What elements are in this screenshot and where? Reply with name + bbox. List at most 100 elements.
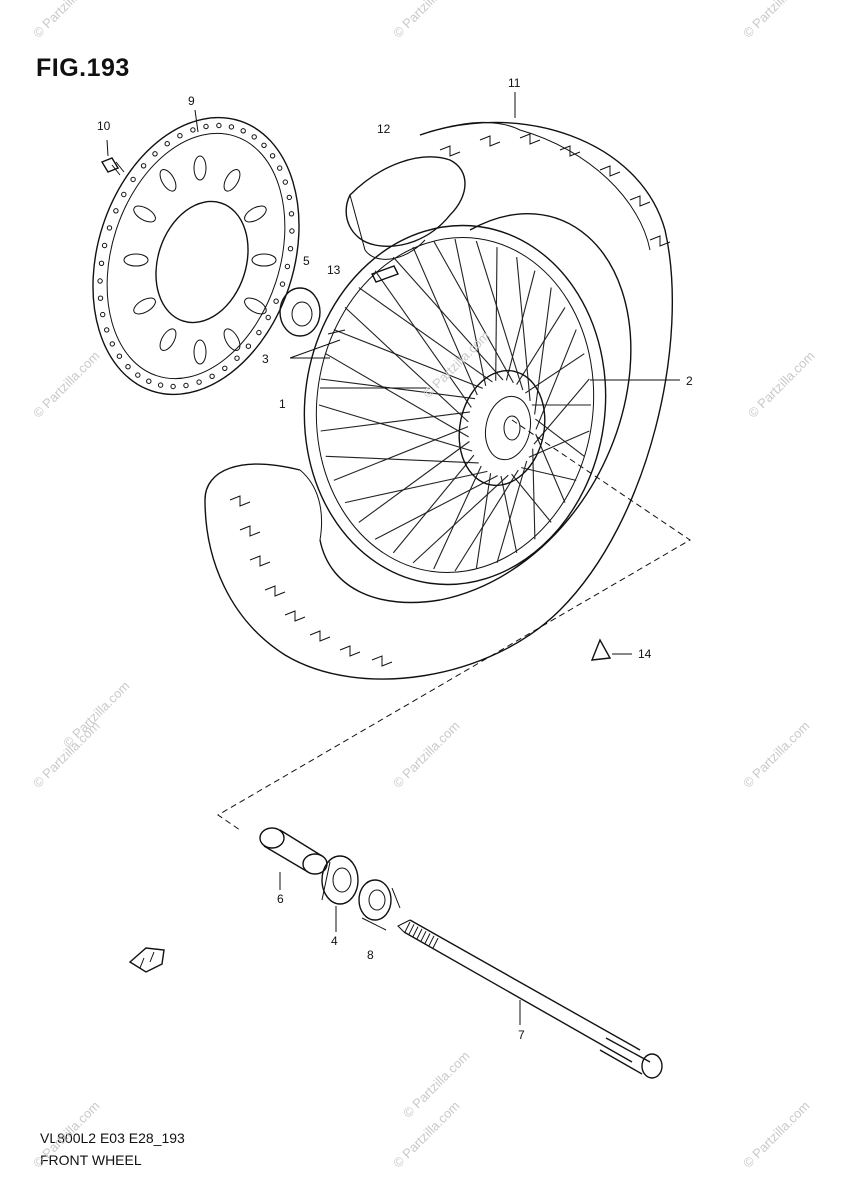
disc-hole [190, 127, 196, 133]
spoke [344, 470, 488, 504]
callout-10[interactable]: 10 [97, 119, 111, 133]
spoke [320, 411, 471, 432]
valve[interactable] [371, 265, 399, 283]
callout-3[interactable]: 3 [262, 352, 269, 366]
tread-mark [284, 610, 306, 622]
spoke [511, 473, 552, 523]
callout-4[interactable]: 4 [331, 934, 338, 948]
callout-2[interactable]: 2 [686, 374, 693, 388]
disc-hole [286, 194, 292, 201]
disc-hole [256, 329, 262, 336]
spoke-nipple[interactable] [327, 329, 346, 335]
callout-8[interactable]: 8 [367, 948, 374, 962]
disc-hole [203, 123, 209, 130]
disc-hole [261, 142, 267, 149]
disc-hole [104, 327, 110, 333]
disc-hole [209, 373, 215, 379]
disc-hole [183, 382, 189, 389]
callout-6[interactable]: 6 [277, 892, 284, 906]
collar[interactable] [358, 879, 401, 931]
spoke [496, 460, 528, 564]
callout-11[interactable]: 11 [508, 76, 521, 90]
disc-slot [133, 205, 156, 223]
disc-hole [130, 176, 136, 183]
disc-slot [244, 297, 267, 315]
disc-hole [177, 133, 183, 139]
disc-hole [279, 281, 286, 287]
tread-mark [339, 645, 361, 657]
spoke [505, 270, 536, 381]
tread-mark [439, 145, 461, 157]
spoke [325, 353, 469, 438]
disc-hole [152, 151, 158, 157]
disc-slot [123, 253, 149, 267]
callout-14[interactable]: 14 [638, 647, 652, 661]
disc-hole [97, 295, 104, 301]
callout-1[interactable]: 1 [279, 397, 286, 411]
disc-slot [193, 155, 207, 181]
spoke [454, 469, 519, 572]
tread-mark [649, 235, 671, 247]
assembly-guide-lines [217, 419, 691, 831]
tread-mark [629, 195, 651, 207]
callout-9[interactable]: 9 [188, 94, 195, 108]
spacer[interactable] [259, 827, 328, 875]
spoke [344, 306, 469, 423]
disc-slot [159, 328, 177, 352]
spoke [433, 465, 482, 570]
disc-hole [251, 134, 257, 140]
callout-5[interactable]: 5 [303, 254, 310, 268]
disc-hole [170, 383, 176, 390]
disc-hole [146, 378, 152, 384]
disc-slot [244, 205, 267, 223]
axle-thread [408, 924, 415, 935]
spoke [333, 426, 469, 481]
axle-thread [432, 937, 439, 949]
figure-title: FIG.193 [36, 54, 130, 82]
disc-hole [157, 382, 164, 388]
valve-cap[interactable] [590, 638, 632, 661]
spokes [318, 238, 591, 572]
callout-7[interactable]: 7 [518, 1028, 525, 1042]
tread-mark [599, 165, 621, 177]
disc-hole [228, 124, 235, 130]
tread-mark [559, 145, 581, 157]
disc-hole [125, 364, 131, 370]
disc-hole [265, 314, 271, 321]
disc-hole [116, 353, 123, 359]
disc-slot [159, 168, 177, 192]
spoke [412, 474, 509, 564]
axle-thread [412, 926, 419, 937]
spoke [433, 240, 514, 384]
callout-12[interactable]: 12 [377, 122, 391, 136]
rim[interactable] [281, 206, 628, 604]
spoke [532, 448, 536, 540]
axle[interactable] [397, 919, 663, 1079]
bearing-right[interactable] [321, 855, 359, 905]
bearing-left[interactable] [279, 287, 321, 337]
disc-hole [164, 141, 170, 147]
spoke [325, 455, 479, 464]
spoke [535, 329, 577, 430]
disc-hole [196, 379, 202, 385]
wheel-hub[interactable] [449, 363, 555, 494]
disc-hole [234, 355, 240, 361]
spoke [475, 240, 524, 391]
spoke [454, 238, 487, 387]
tread-mark [309, 630, 331, 642]
axle-thread [404, 921, 411, 933]
disc-hole [98, 260, 105, 266]
callout-13[interactable]: 13 [327, 263, 341, 277]
disc-bolt[interactable] [100, 157, 125, 176]
tire[interactable] [204, 121, 674, 680]
tread-mark [519, 133, 541, 145]
model-code: VL800L2 E03 E28_193 [40, 1130, 185, 1146]
disc-slot [251, 253, 277, 267]
brake-disc[interactable] [59, 91, 333, 422]
spoke [535, 433, 566, 503]
tread-mark [239, 525, 261, 537]
rim-band[interactable] [345, 156, 466, 260]
disc-hole [269, 153, 276, 159]
tread-mark [479, 135, 501, 147]
